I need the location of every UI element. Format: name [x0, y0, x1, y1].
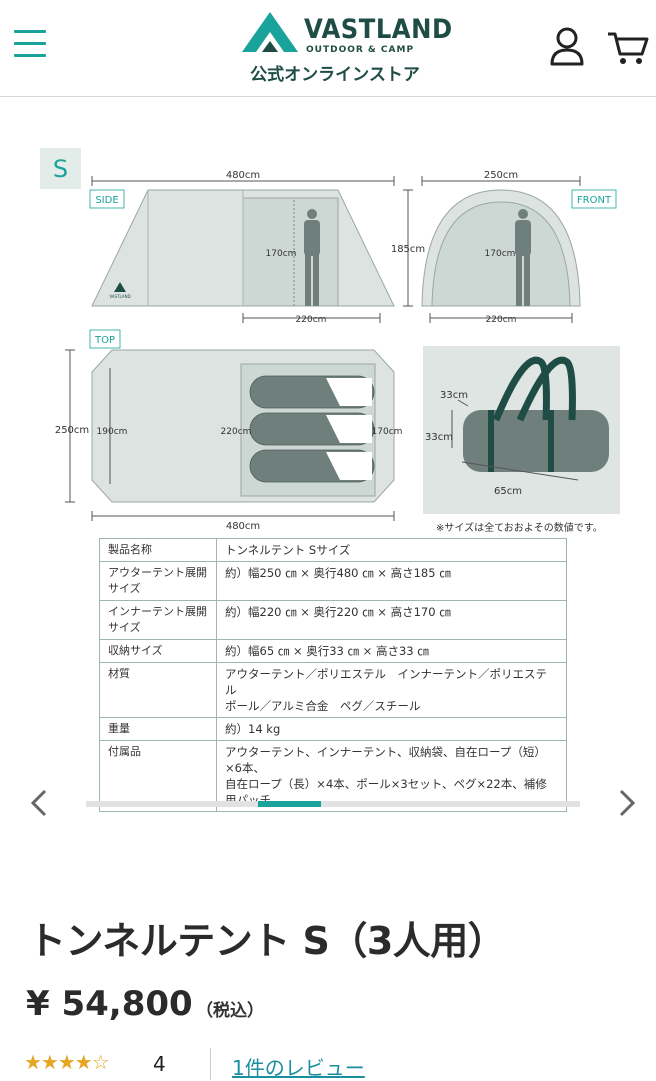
bag-length-label: 65cm: [494, 486, 522, 497]
slider-thumb[interactable]: [258, 801, 322, 807]
spec-row: 材質アウターテント／ポリエステル インナーテント／ポリエステル ポール／アルミ合…: [99, 662, 567, 718]
spec-value: トンネルテント Sサイズ: [216, 538, 567, 562]
spec-value: 約）幅220 ㎝ × 奥行220 ㎝ × 高さ170 ㎝: [216, 600, 567, 640]
front-inner-width-label: 220cm: [486, 315, 517, 325]
slider-track[interactable]: [86, 801, 580, 807]
tent-dimension-diagram: 480cm SIDE 170cm VASTLAND 185cm 220cm 25…: [55, 170, 620, 532]
size-note: ※サイズは全ておおよその数値です。: [436, 523, 603, 534]
person-figure-front: [515, 209, 531, 306]
brand-logo[interactable]: VASTLAND OUTDOOR & CAMP 公式オンラインストア: [240, 10, 452, 90]
rating-value: 4: [153, 1052, 166, 1076]
side-view-label: SIDE: [95, 195, 118, 206]
site-header: VASTLAND OUTDOOR & CAMP 公式オンラインストア: [0, 0, 656, 97]
chevron-right-icon[interactable]: [616, 788, 638, 818]
side-height-label: 185cm: [391, 244, 425, 255]
brand-subtitle: OUTDOOR & CAMP: [306, 45, 415, 55]
spec-row: 付属品アウターテント、インナーテント、収納袋、自在ロープ（短）×6本、 自在ロー…: [99, 740, 567, 812]
rating-stars: ★★★★☆: [24, 1050, 110, 1074]
person-figure-side: [304, 209, 320, 306]
size-badge: S: [40, 148, 81, 189]
top-inner-width-label: 190cm: [97, 427, 128, 437]
spec-key: 製品名称: [99, 538, 217, 562]
spec-key: 付属品: [99, 740, 217, 812]
store-label: 公式オンラインストア: [250, 65, 420, 85]
gallery-slider[interactable]: [0, 780, 656, 826]
cart-icon[interactable]: [606, 30, 650, 66]
user-account-icon[interactable]: [548, 26, 586, 66]
rating-divider: [210, 1048, 211, 1080]
top-inner-width2-label: 170cm: [372, 427, 403, 437]
spec-value: 約）幅65 ㎝ × 奥行33 ㎝ × 高さ33 ㎝: [216, 639, 567, 663]
front-view: 250cm FRONT 170cm 220cm: [421, 170, 617, 325]
front-inner-height-label: 170cm: [485, 249, 516, 259]
spec-key: 材質: [99, 662, 217, 718]
top-view-label: TOP: [94, 335, 115, 346]
product-title: トンネルテント S（3人用）: [28, 919, 506, 963]
spec-row: 重量約）14 kg: [99, 717, 567, 741]
spec-row: 製品名称トンネルテント Sサイズ: [99, 538, 567, 562]
tent-logo-text: VASTLAND: [109, 294, 130, 299]
side-inner-height-label: 170cm: [266, 249, 297, 259]
spec-key: 重量: [99, 717, 217, 741]
spec-row: 収納サイズ約）幅65 ㎝ × 奥行33 ㎝ × 高さ33 ㎝: [99, 639, 567, 663]
front-width-label: 250cm: [484, 170, 518, 181]
chevron-left-icon[interactable]: [28, 788, 50, 818]
spec-key: アウターテント展開サイズ: [99, 561, 217, 601]
top-length-label: 480cm: [226, 521, 260, 532]
top-width-label: 250cm: [55, 425, 89, 436]
bag-height-label: 33cm: [425, 432, 453, 443]
logo-mark-icon: [242, 12, 298, 52]
storage-bag-view: 33cm 33cm 65cm: [423, 346, 620, 514]
side-length-label: 480cm: [226, 170, 260, 181]
front-view-label: FRONT: [577, 195, 612, 206]
product-price: ¥ 54,800: [26, 984, 193, 1024]
tax-label: （税込）: [196, 1001, 264, 1021]
spec-value: アウターテント／ポリエステル インナーテント／ポリエステル ポール／アルミ合金 …: [216, 662, 567, 718]
spec-table: 製品名称トンネルテント Sサイズアウターテント展開サイズ約）幅250 ㎝ × 奥…: [99, 538, 567, 812]
hamburger-menu-button[interactable]: [14, 30, 46, 60]
spec-row: アウターテント展開サイズ約）幅250 ㎝ × 奥行480 ㎝ × 高さ185 ㎝: [99, 561, 567, 601]
side-view: 480cm SIDE 170cm VASTLAND 185cm 220cm: [89, 170, 425, 325]
spec-value: 約）幅250 ㎝ × 奥行480 ㎝ × 高さ185 ㎝: [216, 561, 567, 601]
bag-depth-label: 33cm: [440, 390, 468, 401]
top-view: TOP 250cm 190cm 220cm 170cm 480cm: [55, 329, 403, 532]
top-inner-length-label: 220cm: [221, 427, 252, 437]
reviews-link[interactable]: 1件のレビュー: [232, 1056, 365, 1080]
brand-name: VASTLAND: [304, 14, 453, 45]
spec-key: 収納サイズ: [99, 639, 217, 663]
spec-value: アウターテント、インナーテント、収納袋、自在ロープ（短）×6本、 自在ロープ（長…: [216, 740, 567, 812]
spec-value: 約）14 kg: [216, 717, 567, 741]
spec-row: インナーテント展開サイズ約）幅220 ㎝ × 奥行220 ㎝ × 高さ170 ㎝: [99, 600, 567, 640]
spec-key: インナーテント展開サイズ: [99, 600, 217, 640]
side-inner-length-label: 220cm: [296, 315, 327, 325]
